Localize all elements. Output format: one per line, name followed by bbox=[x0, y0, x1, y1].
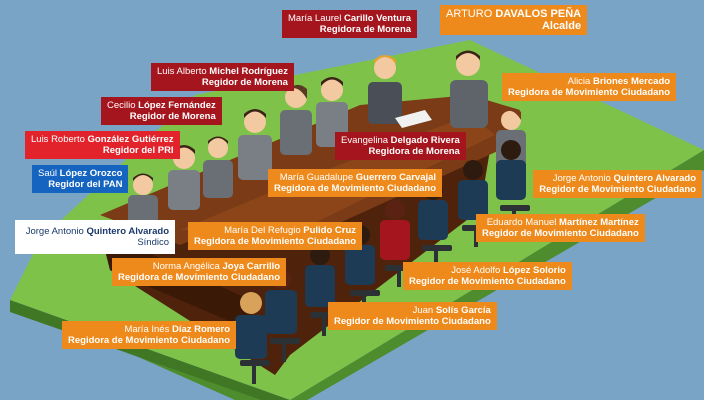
role: Regidora de Movimiento Ciudadano bbox=[194, 236, 356, 247]
surname: Díaz Romero bbox=[172, 324, 230, 335]
label-briones: Alicia Briones Mercado Regidora de Movim… bbox=[502, 73, 676, 101]
label-pulido: María Del Refugio Pulido Cruz Regidora d… bbox=[188, 222, 362, 250]
label-solorio: José Adolfo López Solorio Regidor de Mov… bbox=[403, 262, 572, 290]
surname: López Solorio bbox=[503, 265, 566, 276]
label-martinez: Eduardo Manuel Martínez Martínez Regidor… bbox=[476, 214, 645, 242]
given-name: Eduardo Manuel bbox=[487, 217, 557, 228]
role: Regidor de Movimiento Ciudadano bbox=[409, 276, 566, 287]
role: Regidor de Movimiento Ciudadano bbox=[539, 184, 696, 195]
label-gonzalez: Luis Roberto González Gutiérrez Regidor … bbox=[25, 131, 180, 159]
given-name: José Adolfo bbox=[451, 265, 500, 276]
given-name: Saúl bbox=[38, 168, 57, 179]
surname: Quintero Alvarado bbox=[86, 226, 169, 237]
given-name: Luis Roberto bbox=[31, 134, 85, 145]
given-name: Jorge Antonio bbox=[26, 226, 84, 237]
surname: Michel Rodríguez bbox=[209, 66, 288, 77]
role: Regidora de Movimiento Ciudadano bbox=[118, 272, 280, 283]
surname: Briones Mercado bbox=[593, 76, 670, 87]
given-name: María Guadalupe bbox=[280, 172, 353, 183]
label-delgado: Evangelina Delgado Rivera Regidora de Mo… bbox=[335, 132, 466, 160]
label-michel: Luis Alberto Michel Rodríguez Regidor de… bbox=[151, 63, 294, 91]
given-name: Jorge Antonio bbox=[553, 173, 611, 184]
surname: Guerrero Carvajal bbox=[356, 172, 436, 183]
label-quintero-sindico: Jorge Antonio Quintero Alvarado Síndico bbox=[15, 220, 175, 254]
label-davalos: ARTURO DAVALOS PEÑA Alcalde bbox=[440, 5, 587, 35]
surname: López Orozco bbox=[60, 168, 123, 179]
role: Regidor del PRI bbox=[31, 145, 174, 156]
given-name: María Del Refugio bbox=[224, 225, 301, 236]
role: Regidora de Movimiento Ciudadano bbox=[68, 335, 230, 346]
given-name: Norma Angélica bbox=[153, 261, 220, 272]
surname: Carillo Ventura bbox=[344, 13, 411, 24]
given-name: Cecilio bbox=[107, 100, 136, 111]
given-name: Evangelina bbox=[341, 135, 388, 146]
role: Alcalde bbox=[446, 20, 581, 32]
surname: Joya Carrillo bbox=[222, 261, 280, 272]
role: Regidor de Morena bbox=[107, 111, 216, 122]
label-diaz: María Inés Díaz Romero Regidora de Movim… bbox=[62, 321, 236, 349]
label-joya: Norma Angélica Joya Carrillo Regidora de… bbox=[112, 258, 286, 286]
label-solis: Juan Solís García Regidor de Movimiento … bbox=[328, 302, 497, 330]
role: Regidor de Movimiento Ciudadano bbox=[334, 316, 491, 327]
given-name: Juan bbox=[413, 305, 434, 316]
label-carillo: María Laurel Carillo Ventura Regidora de… bbox=[282, 10, 417, 38]
surname: DAVALOS PEÑA bbox=[495, 8, 581, 20]
given-name: María Inés bbox=[124, 324, 169, 335]
label-lopezf: Cecilio López Fernández Regidor de Moren… bbox=[101, 97, 222, 125]
role: Regidor de Morena bbox=[157, 77, 288, 88]
surname: Solís García bbox=[436, 305, 491, 316]
surname: Martínez Martínez bbox=[559, 217, 639, 228]
given-name: ARTURO bbox=[446, 8, 492, 20]
given-name: Luis Alberto bbox=[157, 66, 207, 77]
role: Regidora de Morena bbox=[288, 24, 411, 35]
label-orozco: Saúl López Orozco Regidor del PAN bbox=[32, 165, 128, 193]
surname: González Gutiérrez bbox=[88, 134, 174, 145]
surname: Pulido Cruz bbox=[303, 225, 356, 236]
role: Regidor del PAN bbox=[38, 179, 122, 190]
surname: Quintero Alvarado bbox=[613, 173, 696, 184]
surname: Delgado Rivera bbox=[391, 135, 460, 146]
role: Regidora de Morena bbox=[341, 146, 460, 157]
role: Síndico bbox=[21, 237, 169, 248]
role: Regidor de Movimiento Ciudadano bbox=[482, 228, 639, 239]
role: Regidora de Movimiento Ciudadano bbox=[274, 183, 436, 194]
given-name: María Laurel bbox=[288, 13, 341, 24]
surname: López Fernández bbox=[138, 100, 216, 111]
role: Regidora de Movimiento Ciudadano bbox=[508, 87, 670, 98]
label-guerrero: María Guadalupe Guerrero Carvajal Regido… bbox=[268, 169, 442, 197]
given-name: Alicia bbox=[568, 76, 591, 87]
label-quintero-mc: Jorge Antonio Quintero Alvarado Regidor … bbox=[533, 170, 702, 198]
